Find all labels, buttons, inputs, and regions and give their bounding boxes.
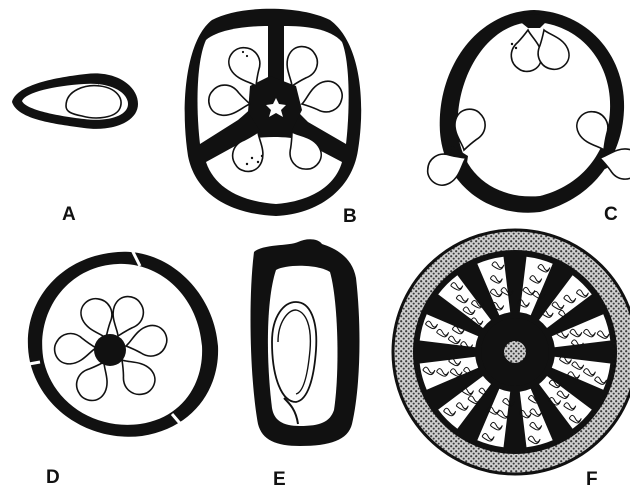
panel-c-section [423,10,630,213]
panel-f-section [393,230,630,474]
panel-label-e: E [273,470,286,489]
panel-a-ovule [66,86,121,118]
panel-label-d: D [46,468,60,487]
panel-b-section [185,9,362,216]
panel-label-f: F [586,470,598,489]
panel-label-b: B [343,207,357,226]
panel-a-section [12,73,138,128]
panel-label-a: A [62,205,76,224]
panel-e-section [251,239,360,446]
panel-d-section [18,250,218,437]
panel-d-central-axis [94,334,126,366]
panel-label-c: C [604,205,618,224]
